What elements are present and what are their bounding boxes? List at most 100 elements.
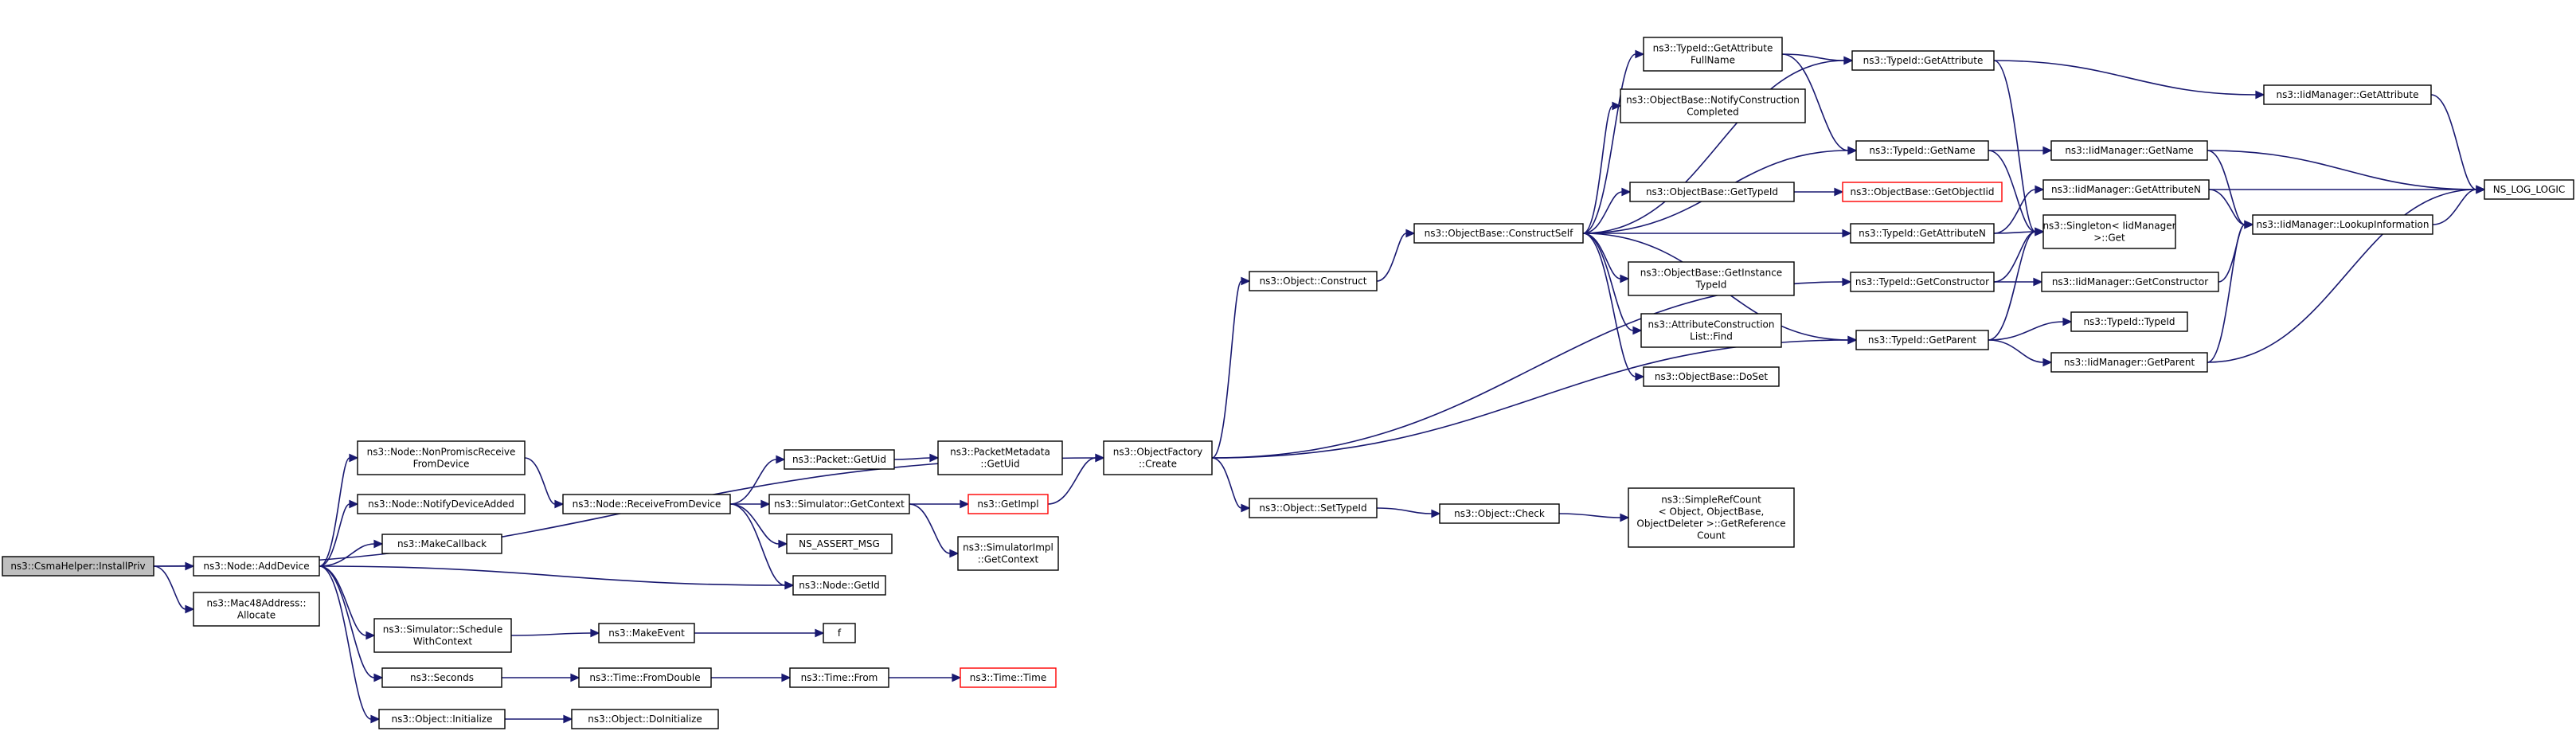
- node-label: ns3::Node::ReceiveFromDevice: [573, 498, 721, 510]
- edge-time-fromdouble-to-time-from: [711, 673, 792, 682]
- arrowhead-icon: [2062, 317, 2073, 326]
- node-label: NS_ASSERT_MSG: [799, 538, 880, 549]
- node-typeid-getconstructor[interactable]: ns3::TypeId::GetConstructor: [1850, 272, 1995, 292]
- node-label: WithContext: [413, 636, 473, 647]
- edge-node-nonpromisc-to-node-receive: [524, 457, 565, 509]
- node-typeid-typeid[interactable]: ns3::TypeId::TypeId: [2070, 311, 2188, 332]
- node-f[interactable]: f: [823, 623, 856, 643]
- node-obj-check[interactable]: ns3::Object::Check: [1439, 503, 1560, 524]
- node-ns-assert[interactable]: NS_ASSERT_MSG: [786, 534, 893, 554]
- node-node-getid[interactable]: ns3::Node::GetId: [792, 575, 886, 596]
- node-singleton-get[interactable]: ns3::Singleton< IidManager>::Get: [2042, 214, 2176, 249]
- node-iid-getattributen[interactable]: ns3::IidManager::GetAttributeN: [2042, 179, 2210, 200]
- arrowhead-icon: [370, 714, 381, 724]
- node-typeid-getattribute[interactable]: ns3::TypeId::GetAttribute: [1851, 50, 1995, 71]
- node-label: ns3::Object::Construct: [1260, 276, 1367, 287]
- node-makecallback[interactable]: ns3::MakeCallback: [381, 534, 502, 554]
- edge-obj-check-to-simplerefcount: [1558, 513, 1630, 522]
- edge-node-adddevice-to-node-notifydevadded: [319, 499, 359, 567]
- node-iid-getconstructor[interactable]: ns3::IidManager::GetConstructor: [2041, 272, 2219, 292]
- node-label: ns3::ObjectBase::NotifyConstruction: [1626, 95, 1800, 106]
- edge-objbase-constructself-to-attrconstruction-find: [1582, 233, 1643, 335]
- node-typeid-getattributen[interactable]: ns3::TypeId::GetAttributeN: [1850, 223, 1995, 244]
- node-label: ns3::ObjectBase::GetTypeId: [1646, 186, 1778, 197]
- node-time-fromdouble[interactable]: ns3::Time::FromDouble: [578, 667, 712, 688]
- edge-objbase-constructself-to-objbase-gettypeid: [1582, 187, 1632, 234]
- edge-line: [319, 565, 786, 586]
- node-node-notifydevadded[interactable]: ns3::Node::NotifyDeviceAdded: [357, 494, 526, 514]
- node-objbase-doset[interactable]: ns3::ObjectBase::DoSet: [1643, 366, 1780, 387]
- edge-objbase-constructself-to-typeid-getattrfullname: [1582, 49, 1645, 234]
- edge-iid-getname-to-ns-log-logic: [2207, 150, 2486, 194]
- edge-line: [1211, 280, 1242, 459]
- node-typeid-getparent[interactable]: ns3::TypeId::GetParent: [1855, 330, 1989, 350]
- node-objfactory-create[interactable]: ns3::ObjectFactory::Create: [1103, 440, 1213, 475]
- node-iid-lookupinformation[interactable]: ns3::IidManager::LookupInformation: [2252, 214, 2433, 235]
- node-simimpl-getcontext[interactable]: ns3::SimulatorImpl::GetContext: [957, 536, 1059, 571]
- node-obj-doinitialize[interactable]: ns3::Object::DoInitialize: [571, 709, 719, 729]
- edge-objfactory-create-to-obj-settypeid: [1211, 457, 1251, 513]
- node-obj-initialize[interactable]: ns3::Object::Initialize: [378, 709, 506, 729]
- node-mac48-allocate[interactable]: ns3::Mac48Address::Allocate: [193, 592, 320, 627]
- node-box: [1439, 503, 1560, 524]
- node-box: [789, 667, 889, 688]
- edge-line: [2207, 150, 2246, 225]
- node-label: ns3::Singleton< IidManager: [2042, 221, 2175, 232]
- node-time-from[interactable]: ns3::Time::From: [789, 667, 889, 688]
- node-obj-construct[interactable]: ns3::Object::Construct: [1249, 271, 1378, 291]
- node-objbase-getobjectiid[interactable]: ns3::ObjectBase::GetObjectIid: [1842, 182, 2003, 202]
- node-obj-settypeid[interactable]: ns3::Object::SetTypeId: [1249, 498, 1378, 518]
- node-makeevent[interactable]: ns3::MakeEvent: [598, 623, 695, 643]
- node-objbase-notifyconstruction[interactable]: ns3::ObjectBase::NotifyConstructionCompl…: [1620, 88, 1806, 123]
- node-typeid-getname[interactable]: ns3::TypeId::GetName: [1855, 140, 1989, 161]
- arrowhead-icon: [2042, 358, 2053, 367]
- edge-line: [1993, 60, 2257, 96]
- node-iid-getparent[interactable]: ns3::IidManager::GetParent: [2050, 352, 2208, 373]
- arrowhead-icon: [2035, 227, 2045, 237]
- node-label: f: [838, 627, 842, 639]
- arrowhead-icon: [185, 604, 195, 614]
- node-iid-getattribute[interactable]: ns3::IidManager::GetAttribute: [2263, 84, 2432, 105]
- node-box: [562, 494, 731, 514]
- node-objbase-constructself[interactable]: ns3::ObjectBase::ConstructSelf: [1413, 223, 1584, 244]
- arrowhead-icon: [1635, 372, 1645, 381]
- arrowhead-icon: [1632, 326, 1643, 335]
- node-csma-install[interactable]: ns3::CsmaHelper::InstallPriv: [2, 556, 154, 577]
- node-objbase-gettypeid[interactable]: ns3::ObjectBase::GetTypeId: [1629, 182, 1795, 202]
- arrowhead-icon: [2042, 146, 2053, 155]
- edge-iid-getparent-to-ns-log-logic: [2207, 185, 2486, 363]
- node-simplerefcount[interactable]: ns3::SimpleRefCount< Object, ObjectBase,…: [1628, 487, 1795, 548]
- edge-line: [1781, 53, 1849, 151]
- node-box: [1249, 271, 1378, 291]
- node-box: [2050, 352, 2208, 373]
- arrowhead-icon: [1620, 513, 1630, 522]
- edge-line: [1988, 150, 2036, 233]
- edge-line: [2207, 150, 2477, 190]
- node-sim-getcontext[interactable]: ns3::Simulator::GetContext: [768, 494, 910, 514]
- node-pktmeta-getuid[interactable]: ns3::PacketMetadata::GetUid: [937, 440, 1063, 475]
- arrowhead-icon: [784, 581, 795, 590]
- arrowhead-icon: [760, 499, 771, 509]
- node-ns-log-logic[interactable]: NS_LOG_LOGIC: [2484, 179, 2574, 200]
- arrowhead-icon: [554, 499, 565, 509]
- node-iid-getname[interactable]: ns3::IidManager::GetName: [2050, 140, 2208, 161]
- arrowhead-icon: [2476, 185, 2486, 194]
- node-label: ns3::IidManager::GetName: [2065, 145, 2193, 156]
- arrowhead-icon: [1431, 509, 1441, 518]
- node-node-receive[interactable]: ns3::Node::ReceiveFromDevice: [562, 494, 731, 514]
- edge-time-from-to-time-time: [889, 673, 962, 682]
- node-seconds[interactable]: ns3::Seconds: [381, 667, 502, 688]
- node-label: List::Find: [1690, 331, 1733, 342]
- node-getimpl[interactable]: ns3::GetImpl: [967, 494, 1049, 514]
- node-node-adddevice[interactable]: ns3::Node::AddDevice: [193, 556, 320, 577]
- node-time-time[interactable]: ns3::Time::Time: [960, 667, 1057, 688]
- edge-node-adddevice-to-obj-initialize: [319, 565, 381, 724]
- edge-node-adddevice-to-seconds: [319, 565, 384, 682]
- node-packet-getuid[interactable]: ns3::Packet::GetUid: [784, 449, 895, 470]
- node-label: ns3::ObjectBase::GetObjectIid: [1851, 186, 1995, 197]
